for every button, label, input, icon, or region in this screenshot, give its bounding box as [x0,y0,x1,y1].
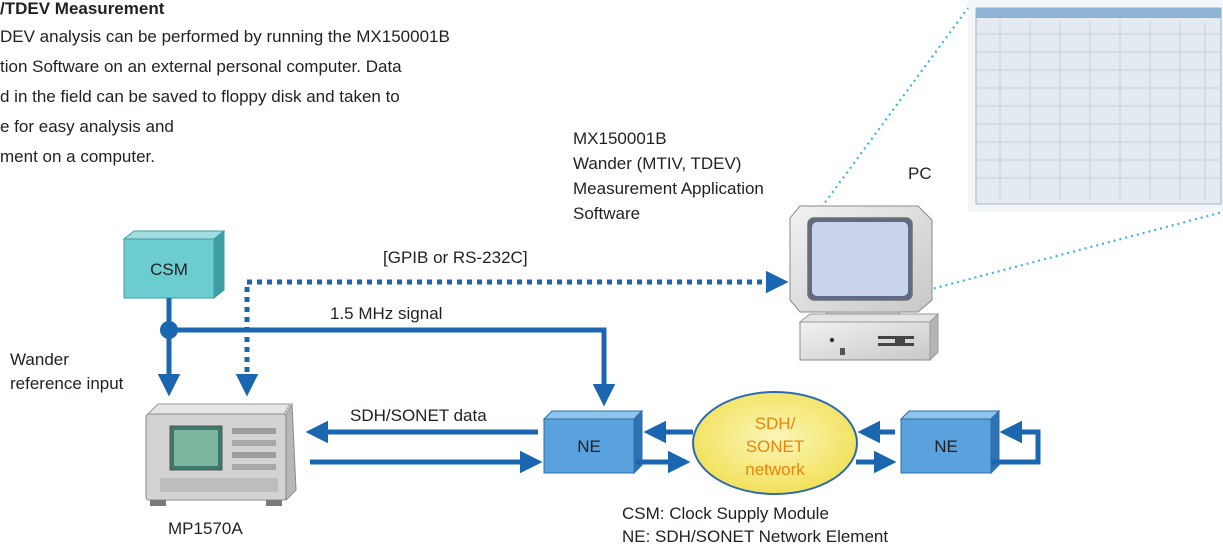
network-label-line-2: SONET [746,437,805,456]
wander-label-line-2: reference input [10,374,124,393]
software-line-1: MX150001B [573,129,667,148]
intro-line-4: e for easy analysis and [0,117,174,136]
csm-label: CSM [150,260,188,279]
junction-dot [160,321,178,339]
ne-left-label: NE [577,437,601,456]
software-line-3: Measurement Application [573,179,764,198]
ne-right-box: NE [899,409,1001,475]
software-line-2: Wander (MTIV, TDEV) [573,154,742,173]
mp1570a-instrument [145,402,297,506]
loopback-arrow [991,420,1041,465]
legend-ne: NE: SDH/SONET Network Element [622,527,889,546]
zoom-line-lower [927,210,1223,292]
pc-computer [789,205,940,362]
connections [157,270,1041,474]
data-label: SDH/SONET data [350,406,487,425]
intro-line-3: d in the field can be saved to floppy di… [0,87,400,106]
gpib-link-arrow [235,270,789,397]
software-line-4: Software [573,204,641,223]
wander-label-line-1: Wander [10,350,69,369]
link-label: [GPIB or RS-232C] [383,248,528,267]
signal-arrow [169,327,616,407]
ne-right-label: NE [934,437,958,456]
network-cloud: SDH/ SONET network [692,391,858,495]
intro-line-5: ment on a computer. [0,147,155,166]
zoom-line-upper [817,7,969,213]
csm-box: CSM [122,229,226,300]
section-title: /TDEV Measurement [0,0,165,18]
screen-zoom-inset [968,0,1223,212]
pc-label: PC [908,164,932,183]
instrument-label: MP1570A [168,519,243,538]
network-label-line-1: SDH/ [755,414,796,433]
intro-line-1: DEV analysis can be performed by running… [0,27,450,46]
network-label-line-3: network [745,460,805,479]
intro-line-2: tion Software on an external personal co… [0,57,402,76]
ne-left-box: NE [542,409,644,475]
legend-csm: CSM: Clock Supply Module [622,504,829,523]
